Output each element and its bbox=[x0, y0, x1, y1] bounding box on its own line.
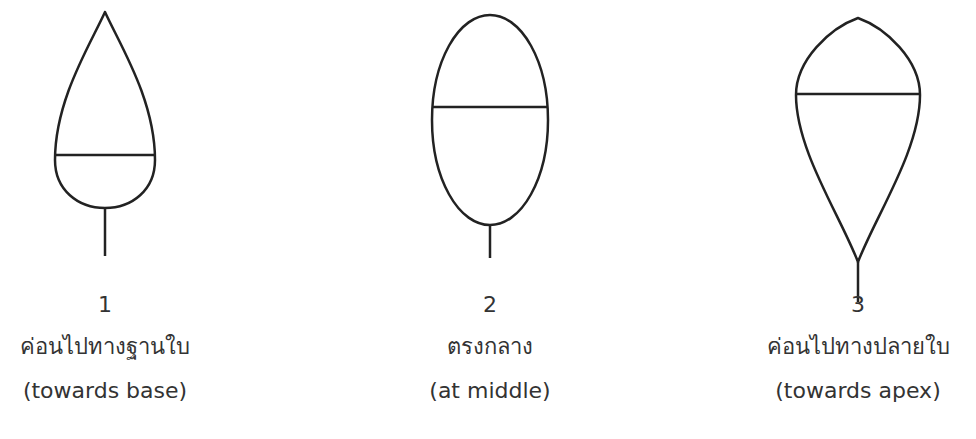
figure-number: 2 bbox=[483, 292, 497, 318]
english-caption: (towards base) bbox=[23, 378, 187, 404]
obovate-leaf bbox=[796, 18, 920, 262]
english-caption: (at middle) bbox=[429, 378, 550, 404]
thai-caption: ตรงกลาง bbox=[447, 334, 533, 360]
petiole bbox=[104, 208, 107, 256]
elliptic-leaf bbox=[432, 15, 548, 225]
figure-number: 1 bbox=[98, 292, 112, 318]
thai-caption: ค่อนไปทางฐานใบ bbox=[20, 334, 190, 360]
widest-line bbox=[796, 93, 920, 96]
widest-line bbox=[56, 154, 154, 157]
english-caption: (towards apex) bbox=[775, 378, 940, 404]
figure-number: 3 bbox=[851, 292, 865, 318]
widest-line bbox=[433, 106, 548, 109]
ovate-leaf bbox=[55, 12, 155, 208]
thai-caption: ค่อนไปทางปลายใบ bbox=[767, 334, 950, 360]
petiole bbox=[489, 225, 492, 258]
